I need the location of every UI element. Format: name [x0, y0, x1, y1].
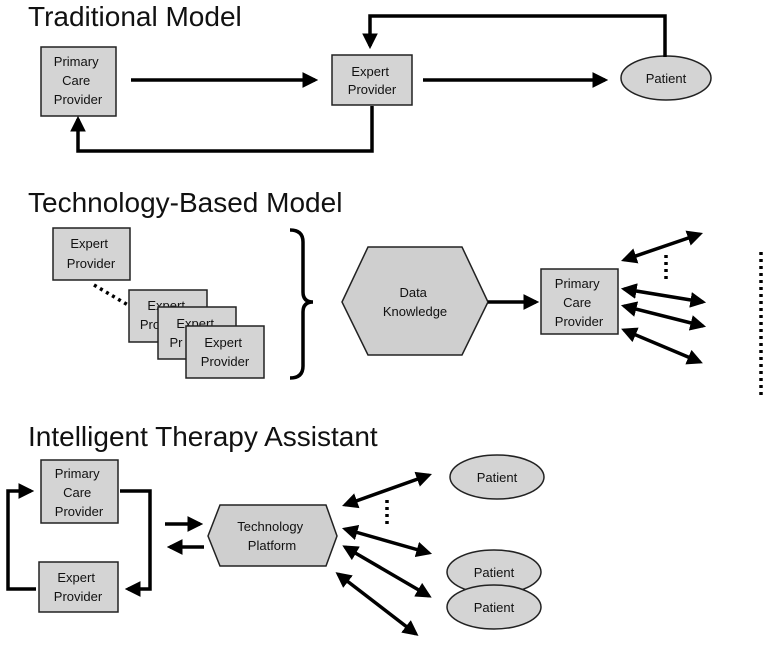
- tech-double-arrow-4: [621, 327, 703, 365]
- ita-patient-ellipse-3: [446, 584, 542, 630]
- tech-experts-dotted-line: [93, 283, 129, 307]
- tech-expert-front-label: Expert Provider: [201, 335, 250, 369]
- ita-patient-label-3: Patient: [474, 600, 515, 615]
- data-knowledge-hexagon: [341, 246, 489, 356]
- technology-platform-label: Technology Platform: [237, 519, 306, 553]
- traditional-expert-provider-box: [331, 54, 413, 106]
- ita-patient-ellipse-1: [449, 454, 545, 500]
- traditional-patient-label: Patient: [646, 71, 687, 86]
- arrow-expert-back-to-pcp: [70, 106, 374, 153]
- ita-title: Intelligent Therapy Assistant: [28, 421, 378, 452]
- technology-platform-hexagon: [207, 504, 338, 567]
- ita-double-arrow-1: [342, 471, 432, 509]
- ita-primary-care-provider-box: [40, 459, 119, 524]
- ita-double-arrow-2: [341, 524, 433, 558]
- arrow-expert-to-pcp-loop: [6, 483, 36, 591]
- tech-expert-provider-front-box: [185, 325, 265, 379]
- tech-double-arrow-1: [621, 230, 703, 264]
- traditional-expert-label: Expert Provider: [348, 64, 397, 97]
- ita-pcp-label: Primary Care Provider: [55, 466, 104, 519]
- data-knowledge-label: Data Knowledge: [383, 285, 447, 319]
- tech-expert-top-label: Expert Provider: [67, 236, 116, 271]
- tech-double-arrow-3: [620, 301, 707, 331]
- tech-experts-brace: [289, 228, 314, 380]
- arrow-pcp-to-expert-loop: [120, 489, 152, 597]
- ita-patient-label-2: Patient: [474, 565, 515, 580]
- arrow-patient-to-expert: [362, 14, 667, 57]
- technology-model-title: Technology-Based Model: [28, 187, 342, 218]
- tech-pcp-label: Primary Care Provider: [555, 276, 604, 329]
- traditional-primary-care-provider-box: [40, 46, 117, 117]
- traditional-pcp-label: Primary Care Provider: [54, 54, 103, 107]
- tech-primary-care-provider-box: [540, 268, 619, 335]
- tech-expert-provider-top-box: [52, 227, 131, 281]
- traditional-model-title: Traditional Model: [28, 1, 242, 32]
- ita-expert-label: Expert Provider: [54, 570, 103, 604]
- ita-expert-provider-box: [38, 561, 119, 613]
- ita-double-arrow-4: [335, 572, 419, 636]
- ita-patient-label-1: Patient: [477, 470, 518, 485]
- tech-double-arrow-2: [620, 283, 707, 308]
